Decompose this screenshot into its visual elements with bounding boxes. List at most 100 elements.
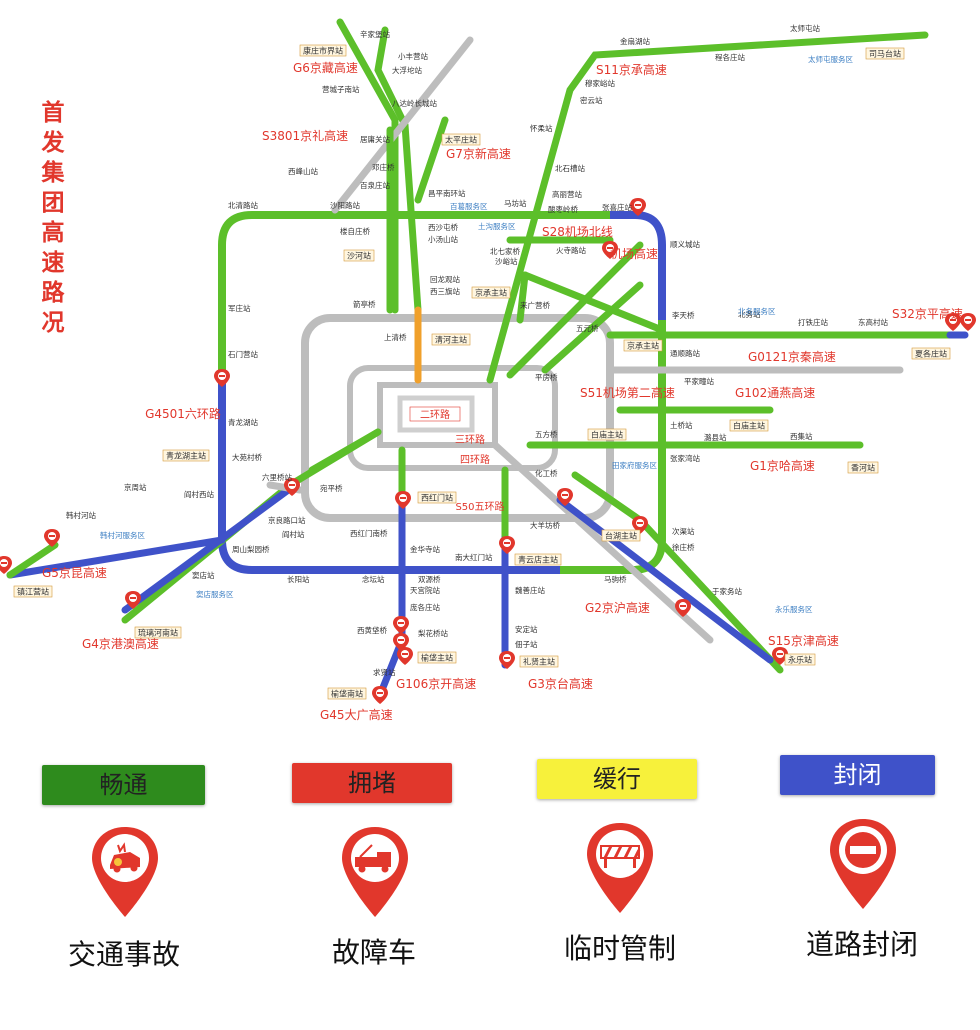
legend-smooth: 畅通	[42, 765, 205, 805]
service-area-sa3: 太师屯服务区	[808, 54, 853, 64]
station-s19: 上清桥	[384, 332, 407, 342]
car-crash-icon	[92, 827, 158, 917]
service-area-sa5: 田家府服务区	[612, 460, 657, 470]
station-s4: 营城子南站	[322, 84, 360, 94]
highway-label-g5: G5京昆高速	[42, 565, 107, 580]
accident-pin-icon[interactable]	[393, 616, 409, 634]
station-s61: 高丽营站	[552, 189, 582, 199]
service-area-sa1: 百葛服务区	[450, 201, 488, 211]
highway-label-g7: G7京新高速	[446, 146, 511, 161]
service-area-sa7: 窦店服务区	[196, 589, 234, 599]
toll-station-simatai: 司马台站	[869, 49, 901, 59]
station-s52: 化工桥	[535, 468, 558, 478]
s15-closed	[556, 496, 774, 664]
highway-label-g102: G102通燕高速	[735, 385, 815, 400]
service-area-sa4: 北务服务区	[738, 306, 776, 316]
station-s35: 金华寺站	[410, 544, 440, 554]
station-s15: 小汤山站	[428, 234, 458, 244]
legend-accident-label: 交通事故	[67, 938, 180, 971]
toll-station-shahe: 沙河站	[347, 251, 371, 261]
station-s24: 京周站	[124, 482, 147, 492]
station-s62: 酸枣岭桥	[548, 204, 578, 214]
toll-station-yubao: 榆垡主站	[421, 653, 453, 663]
station-s10: 沙阳路站	[330, 200, 360, 210]
station-s50: 徐庄桥	[672, 542, 695, 552]
highway-label-g6: G6京藏高速	[293, 60, 358, 75]
accident-pin-icon[interactable]	[397, 647, 413, 665]
station-s37: 双源桥	[418, 574, 441, 584]
station-s32: 长阳站	[287, 574, 310, 584]
map-title: 首发集团高速路况	[36, 98, 70, 338]
station-s47: 大羊坊桥	[530, 520, 560, 530]
station-s31: 窦店站	[192, 570, 215, 580]
station-s55: 五元桥	[576, 323, 599, 333]
accident-pin-icon[interactable]	[499, 651, 515, 669]
station-s9: 百泉庄站	[360, 180, 390, 190]
station-s48: 马驹桥	[604, 574, 627, 584]
station-s5: 八达岭长城站	[392, 98, 437, 108]
highway-label-g4: G4京港澳高速	[82, 636, 159, 651]
no-entry-icon	[830, 819, 896, 909]
station-s34: 西红门南桥	[350, 528, 388, 538]
toll-station-taihu: 台湖主站	[605, 531, 637, 541]
tow-truck-icon	[342, 827, 408, 917]
accident-pin-icon[interactable]	[372, 686, 388, 704]
station-s36: 念坛站	[362, 574, 385, 584]
station-s42: 求贤站	[373, 667, 396, 677]
station-s18: 箭亭桥	[353, 299, 376, 309]
station-s77: 平家疃站	[684, 376, 714, 386]
ring-4	[347, 365, 558, 471]
station-s81: 张家湾站	[670, 453, 700, 463]
station-s22: 青龙湖站	[228, 417, 258, 427]
accident-pin-icon[interactable]	[214, 369, 230, 387]
s11-line	[486, 31, 929, 384]
station-s57: 北七家桥	[490, 246, 520, 256]
closure-pin-icon[interactable]	[395, 491, 411, 509]
station-s33: 宛平桥	[320, 483, 343, 493]
service-area-sa2: 土沟服务区	[478, 221, 516, 231]
station-s23: 大苑村桥	[232, 452, 262, 462]
station-s70: 程各庄站	[715, 52, 745, 62]
highway-label-s3801: S3801京礼高速	[262, 128, 348, 143]
s51-line	[541, 281, 644, 374]
toll-station-baiyi: 白庙主站	[733, 421, 765, 431]
station-s38: 天宫院站	[410, 585, 440, 595]
station-s30: 周山梨园桥	[232, 544, 270, 554]
station-s46: 佃子站	[515, 639, 538, 649]
highway-label-s15: S15京津高速	[768, 633, 839, 648]
station-s78: 土桥站	[670, 420, 693, 430]
toll-station-qinglongtan: 青龙湖主站	[166, 451, 206, 461]
station-s45: 安定站	[515, 624, 538, 634]
station-s2: 小丰营站	[398, 51, 428, 61]
station-s80: 西集站	[790, 431, 813, 441]
station-s66: 怀柔站	[530, 123, 553, 133]
toll-station-baimiao: 白庙主站	[591, 430, 623, 440]
g4-closed	[121, 481, 299, 614]
station-s72: 李天桥	[672, 310, 695, 320]
toll-station-taiping: 太平庄站	[445, 135, 477, 145]
station-s64: 顺义城站	[670, 239, 700, 249]
ring5-ne-green	[516, 271, 529, 324]
station-s63: 张喜庄站	[602, 202, 632, 212]
legend-slow: 缓行	[537, 759, 697, 799]
toll-station-jingcheng: 京承主站	[475, 288, 507, 298]
legend-closure-label: 道路封闭	[805, 928, 918, 961]
station-s7: 西峰山站	[288, 166, 318, 176]
ring-6-label: G4501六环路	[145, 406, 221, 421]
map-title-char: 发	[41, 130, 65, 156]
station-s17: 西三旗站	[430, 286, 460, 296]
map-title-char: 集	[41, 160, 65, 186]
map-title-char: 高	[41, 220, 65, 246]
station-s14: 西沙屯桥	[428, 222, 458, 232]
legend-congest: 拥堵	[292, 763, 452, 803]
highway-label-s32: S32京平高速	[892, 306, 963, 321]
ring-4-label: 四环路	[460, 453, 490, 466]
legend-breakdown-label: 故障车	[331, 936, 416, 969]
accident-pin-icon[interactable]	[499, 536, 515, 554]
ring-2-label: 二环路	[420, 408, 450, 421]
ring-3-label: 三环路	[455, 433, 485, 446]
station-s28: 京良路口站	[268, 515, 306, 525]
toll-station-yongle: 永乐站	[788, 655, 812, 665]
station-s1: 辛家堡站	[360, 29, 390, 39]
service-area-sa6: 韩村河服务区	[100, 530, 145, 540]
